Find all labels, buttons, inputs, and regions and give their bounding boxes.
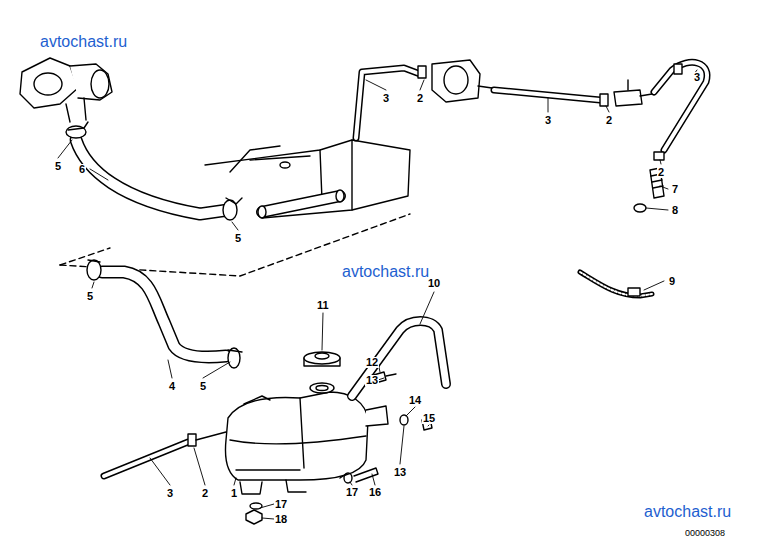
watermark: avtochast.ru (644, 504, 731, 520)
callout-number: 5 (54, 161, 62, 172)
callout-number: 15 (422, 413, 436, 424)
callout-number: 18 (274, 514, 288, 525)
callout-number: 13 (393, 467, 407, 478)
callout-number: 10 (427, 278, 441, 289)
callout-number: 17 (345, 487, 359, 498)
callout-number: 3 (693, 72, 701, 83)
callout-number: 4 (168, 381, 176, 392)
callout-number: 2 (416, 93, 424, 104)
callout-number: 16 (368, 487, 382, 498)
watermark: avtochast.ru (40, 34, 127, 50)
callout-number: 6 (78, 164, 86, 175)
watermark: avtochast.ru (342, 264, 429, 280)
callout-number: 3 (166, 488, 174, 499)
callout-number: 17 (274, 499, 288, 510)
callout-number: 2 (605, 115, 613, 126)
figure-number: 00000308 (685, 529, 725, 538)
callout-number: 14 (408, 395, 422, 406)
callout-number: 11 (316, 300, 330, 311)
callout-number: 2 (201, 488, 209, 499)
callout-number: 13 (365, 375, 379, 386)
callout-number: 1 (230, 488, 238, 499)
callout-number: 7 (671, 184, 679, 195)
callout-number: 5 (199, 381, 207, 392)
callout-number: 5 (86, 291, 94, 302)
callout-number: 12 (365, 357, 379, 368)
callout-number: 2 (657, 167, 665, 178)
callout-number: 9 (668, 276, 676, 287)
callout-number: 3 (544, 115, 552, 126)
callout-number: 5 (234, 233, 242, 244)
callout-number: 3 (382, 93, 390, 104)
callout-number: 8 (671, 205, 679, 216)
